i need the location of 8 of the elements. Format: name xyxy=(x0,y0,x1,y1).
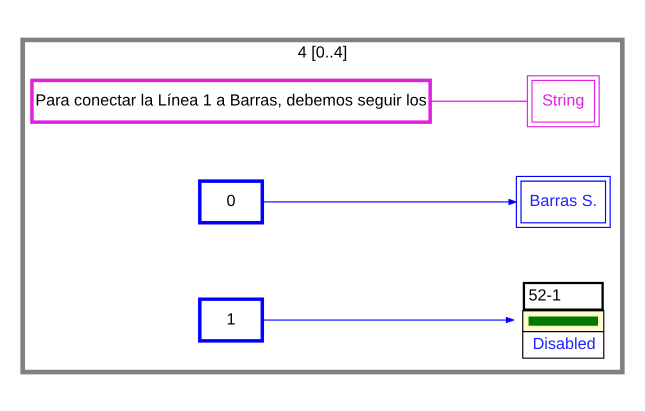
node-box: 1 xyxy=(198,296,264,342)
node-box: Barras S. xyxy=(516,175,611,228)
arrow xyxy=(262,198,518,205)
node-box: String xyxy=(526,74,600,127)
node-box: 0 xyxy=(198,178,264,224)
connector xyxy=(430,100,527,102)
arrow xyxy=(262,316,516,323)
node-box: Para conectar la Línea 1 a Barras, debemos seguir los xyxy=(30,78,432,124)
